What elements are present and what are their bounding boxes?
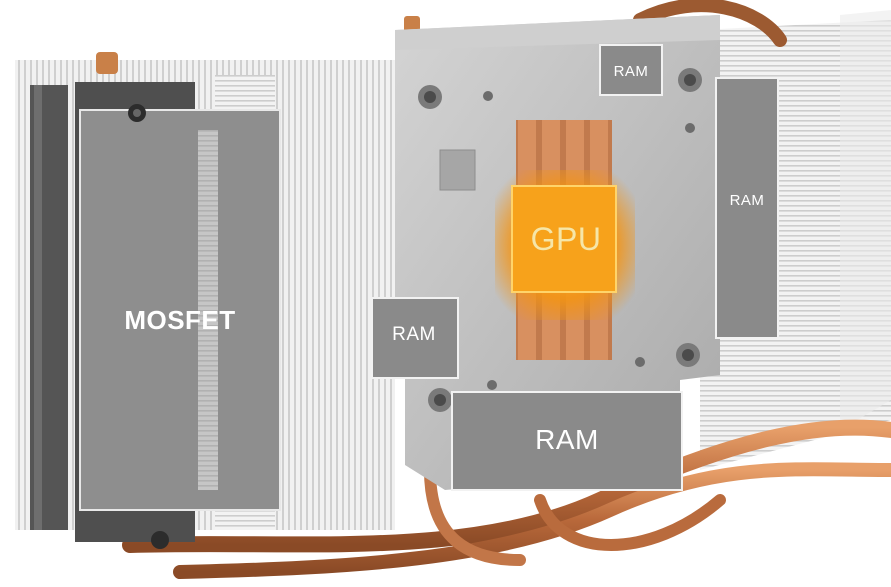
ram-pads	[371, 44, 779, 491]
ram-label-right: RAM	[729, 191, 765, 209]
heatpipes	[122, 0, 891, 579]
ram-label-left: RAM	[392, 324, 436, 345]
ram-label-top: RAM	[613, 62, 649, 80]
ram-label-bottom: RAM	[535, 424, 599, 455]
gpu-contact	[495, 120, 635, 360]
mosfet-label: MOSFET	[124, 304, 236, 335]
gpu-label: GPU	[530, 221, 602, 257]
mosfet-bracket	[75, 82, 281, 549]
